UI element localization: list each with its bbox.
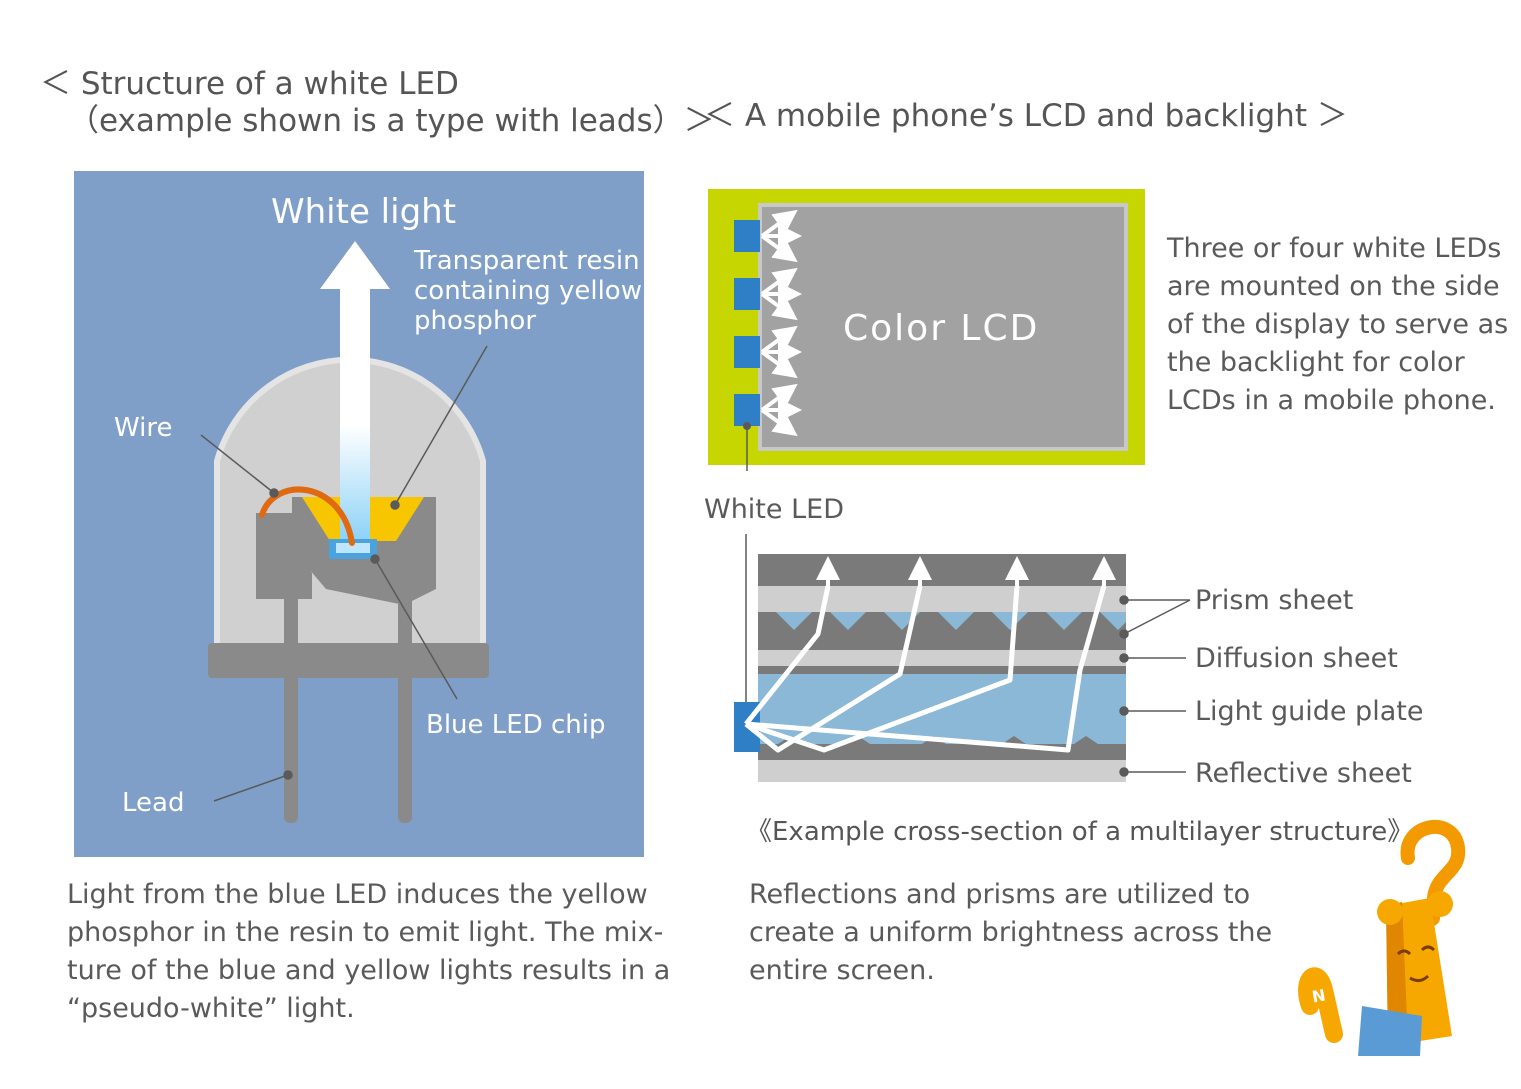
chip-leader [374,558,458,700]
left-heading-line2: （example shown is a type with leads）＞ [68,103,715,139]
prism-leader-b [1123,599,1191,635]
white-led-label: White LED [704,494,844,525]
white-light-arrow [320,241,390,539]
right-lead [398,591,412,823]
left-caption-line: ture of the blue and yellow lights resul… [67,955,671,986]
side-led [734,394,760,426]
prism-top-sheet [758,586,1126,612]
left-caption: Light from the blue LED induces the yell… [67,876,670,1028]
resin-label-line3: phosphor [414,306,536,336]
left-caption-line: phosphor in the resin to emit light. The… [67,917,664,948]
white-led-diagram: White light Transparent resin containing… [74,171,644,857]
lcd-description-line: the backlight for color [1167,347,1465,378]
reflective-sheet [758,760,1126,782]
blue-led-chip-label: Blue LED chip [426,710,606,740]
question-mark-icon [1400,819,1466,905]
left-lead [284,591,298,823]
color-lcd-label: Color LCD [843,308,1039,349]
bond-wire [259,486,355,546]
right-caption-line: Reflections and prisms are utilized to [749,879,1251,910]
right-caption-line: create a uniform brightness across the [749,917,1273,948]
lead-label: Lead [122,788,184,818]
blue-led-chip-top [336,543,370,553]
side-led [734,336,760,368]
lcd-description-line: of the display to serve as [1167,309,1509,340]
resin-label-line2: containing yellow [414,276,642,306]
left-caption-line: Light from the blue LED induces the yell… [67,879,648,910]
reflective-sheet-label: Reflective sheet [1195,758,1412,789]
prism-sheet-label: Prism sheet [1195,585,1353,616]
cross-section-caption: 《Example cross-section of a multilayer s… [746,817,1414,847]
right-heading: ＜ A mobile phone’s LCD and backlight ＞ [704,98,1348,134]
left-heading-line1: ＜ Structure of a white LED [40,66,459,102]
color-lcd-panel [758,203,1128,451]
lcd-description-line: LCDs in a mobile phone. [1167,385,1496,416]
left-caption-line: “pseudo-white” light. [67,993,355,1024]
mascot-badge: N [1310,986,1326,1007]
lcd-front-view: Color LCD [708,189,1145,471]
lcd-description: Three or four white LEDs are mounted on … [1167,230,1508,420]
resin-label-line1: Transparent resin [413,246,640,276]
light-guide-plate-label: Light guide plate [1195,696,1423,727]
left-heading: ＜ Structure of a white LED （example show… [40,66,715,140]
diffusion-sheet [758,650,1126,666]
resin-leader [394,345,488,506]
right-caption: Reflections and prisms are utilized to c… [749,876,1272,990]
top-dark-layer [758,554,1126,586]
base-flange [208,643,489,678]
right-caption-line: entire screen. [749,955,935,986]
anode-post [256,513,312,599]
question-mark-mascot-icon: N [1298,819,1466,1056]
wire-leader [200,434,275,494]
side-leds [734,220,760,426]
wire-label: Wire [114,413,172,443]
lcd-description-line: Three or four white LEDs [1167,233,1502,264]
lcd-description-line: are mounted on the side [1167,271,1500,302]
side-led [734,220,760,252]
prism-teeth [758,612,1126,642]
side-led [734,278,760,310]
white-light-label: White light [271,192,456,232]
lead-leader [213,774,289,802]
backlight-cross-section: Prism sheet Diffusion sheet Light guide … [734,534,1423,789]
diffusion-sheet-label: Diffusion sheet [1195,643,1398,674]
